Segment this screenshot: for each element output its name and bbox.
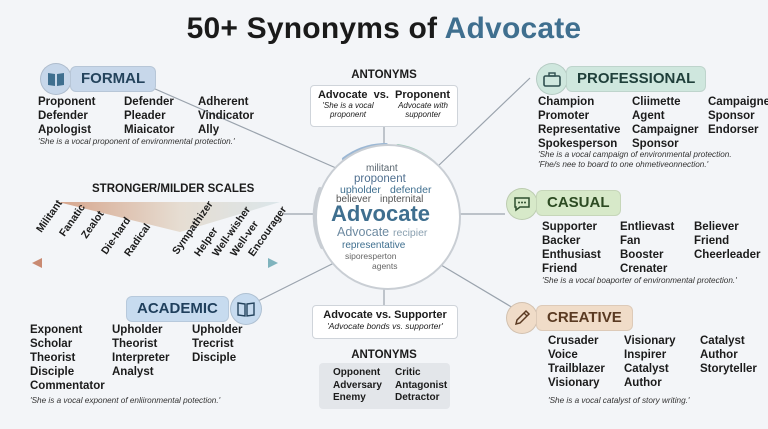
cloud-word: recipier	[393, 227, 428, 239]
cloud-word: Advocate	[337, 225, 390, 239]
page-title: 50+ Synonyms of Advocate	[186, 12, 582, 45]
antonyms-bottom-heading: ANTONYMS	[351, 349, 417, 361]
formal-example: 'She is a vocal proponent of environment…	[38, 137, 235, 146]
briefcase-icon	[536, 63, 568, 95]
book-icon	[40, 63, 72, 95]
cloud-word: agents	[372, 261, 398, 271]
antonym-word: Opponent	[333, 367, 381, 378]
casual-example: 'She is a vocal boaporter of environment…	[542, 276, 737, 285]
cloud-word: defender	[390, 184, 432, 196]
professional-label: PROFESSIONAL	[566, 66, 707, 92]
cloud-word: believer	[336, 194, 372, 205]
academic-example: 'She is a vocal exponent of enliironment…	[30, 396, 221, 405]
antonyms-bottom-box: Opponent Critic Adversary Antagonist Ene…	[319, 363, 450, 409]
center-main-word: Advocate	[331, 201, 431, 226]
pen-icon	[506, 302, 538, 334]
cloud-word: upholder	[340, 184, 381, 196]
academic-label: ACADEMIC	[126, 296, 229, 322]
antonyms-top-right-example: Advocate with supponter	[398, 101, 448, 119]
creative-example: 'She is a vocal catalyst of story writin…	[548, 396, 690, 405]
antonyms-top-heading: ANTONYMS	[351, 69, 417, 81]
supporter-box-example: 'Advocate bonds vs. supporter'	[327, 321, 443, 331]
professional-example: 'She is a vocal campaign of environmenta…	[538, 150, 732, 159]
cloud-word: siporesperton	[345, 251, 397, 261]
scales-heading: STRONGER/MILDER SCALES	[92, 183, 255, 195]
cloud-word: proponent	[354, 173, 406, 185]
antonyms-top-box: Advocate vs. Proponent 'She is a vocal p…	[310, 85, 458, 127]
open-book-icon	[230, 293, 262, 325]
supporter-box-title: Advocate vs. Supporter	[323, 309, 447, 321]
supporter-box: Advocate vs. Supporter 'Advocate bonds v…	[312, 305, 458, 339]
center-circle	[315, 144, 461, 290]
cloud-word: representative	[342, 240, 406, 251]
cloud-word: inpternital	[380, 194, 424, 205]
antonym-word: Detractor	[395, 392, 440, 403]
antonym-word: Adversary	[333, 379, 382, 391]
creative-label: CREATIVE	[536, 305, 633, 331]
cloud-word: militant	[366, 163, 398, 174]
professional-example-2: 'Fhe/s nee to board to one ohmetiveonnec…	[538, 160, 709, 169]
casual-label: CASUAL	[536, 190, 621, 216]
antonyms-top-left-example: 'She is a vocal proponent	[322, 101, 374, 119]
antonym-word: Antagonist	[395, 379, 448, 391]
scales-wedge	[32, 202, 280, 268]
antonym-word: Critic	[395, 367, 421, 378]
antonyms-top-vs: Advocate vs. Proponent	[317, 89, 451, 101]
chat-icon	[506, 188, 538, 220]
formal-label: FORMAL	[70, 66, 157, 92]
antonym-word: Enemy	[333, 392, 366, 403]
